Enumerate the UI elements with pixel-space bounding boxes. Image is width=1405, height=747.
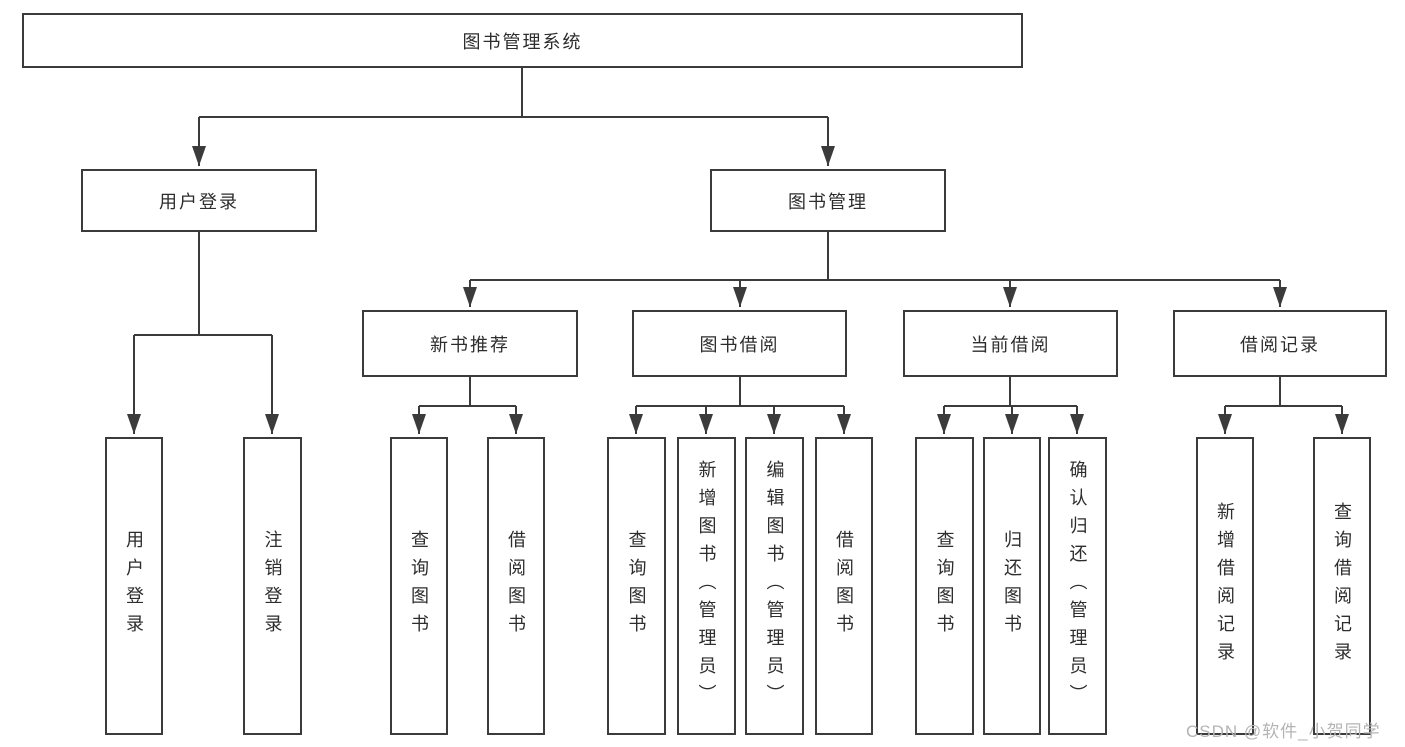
node-label: 图书管理 — [788, 191, 868, 212]
leaf-add-book-admin: 新增图书（管理员） — [677, 437, 736, 735]
leaf-query-borrow-record: 查询借阅记录 — [1313, 437, 1371, 735]
node-label: 查询图书 — [934, 530, 955, 642]
leaf-query-books-current: 查询图书 — [915, 437, 974, 735]
node-label: 用户登录 — [124, 530, 144, 642]
node-current-borrowing: 当前借阅 — [903, 310, 1118, 377]
node-borrowing-records: 借阅记录 — [1173, 310, 1387, 377]
node-label: 新书推荐 — [430, 334, 510, 355]
leaf-edit-book-admin: 编辑图书（管理员） — [745, 437, 804, 735]
leaf-confirm-return-admin: 确认归还（管理员） — [1048, 437, 1107, 735]
node-label: 注销登录 — [262, 530, 283, 642]
leaf-add-borrow-record: 新增借阅记录 — [1196, 437, 1254, 735]
node-label: 新增借阅记录 — [1215, 502, 1235, 670]
node-book-borrowing: 图书借阅 — [632, 310, 847, 377]
node-label: 用户登录 — [159, 191, 239, 212]
csdn-watermark: CSDN @软件_小贺同学 — [1186, 722, 1381, 741]
node-label: 查询借阅记录 — [1332, 502, 1352, 670]
leaf-return-book: 归还图书 — [983, 437, 1041, 735]
leaf-query-books-borrow: 查询图书 — [607, 437, 666, 735]
leaf-borrow-books-borrow: 借阅图书 — [815, 437, 873, 735]
connector-arrows — [127, 117, 1349, 434]
leaf-logout: 注销登录 — [243, 437, 302, 735]
node-label: 图书管理系统 — [462, 31, 583, 52]
leaf-borrow-books-recommend: 借阅图书 — [487, 437, 545, 735]
node-label: 借阅图书 — [506, 530, 526, 642]
leaf-query-books-recommend: 查询图书 — [390, 437, 448, 735]
node-label: 归还图书 — [1002, 530, 1022, 642]
node-label: 新增图书（管理员） — [696, 460, 717, 712]
node-label: 当前借阅 — [970, 334, 1051, 355]
leaf-user-login: 用户登录 — [105, 437, 163, 735]
node-label: 图书借阅 — [699, 334, 780, 355]
node-user-login-branch: 用户登录 — [81, 169, 317, 232]
node-label: 借阅图书 — [834, 530, 854, 642]
node-label: 查询图书 — [409, 530, 429, 642]
node-label: 编辑图书（管理员） — [764, 460, 785, 712]
node-label: 确认归还（管理员） — [1067, 460, 1088, 712]
node-book-management: 图书管理 — [710, 169, 946, 232]
node-new-book-recommend: 新书推荐 — [362, 310, 578, 377]
node-library-management-system: 图书管理系统 — [22, 13, 1023, 68]
node-label: 查询图书 — [626, 530, 647, 642]
node-label: 借阅记录 — [1240, 334, 1320, 355]
